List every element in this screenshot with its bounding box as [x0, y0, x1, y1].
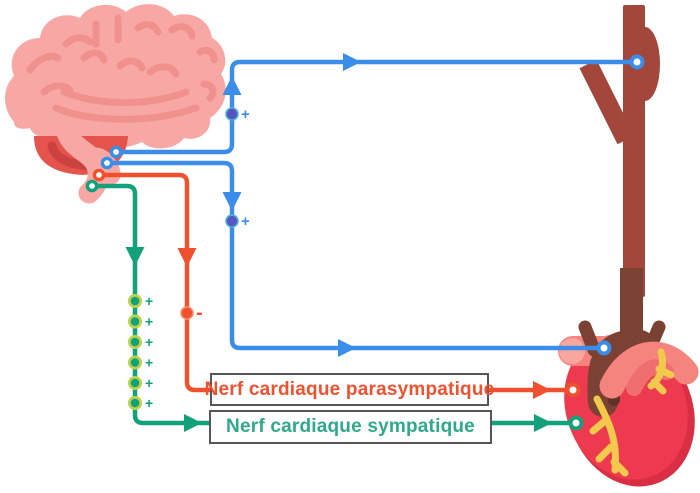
ganglion-node — [128, 314, 142, 329]
parasympathetic-path — [99, 172, 566, 393]
coronary-arteries — [589, 348, 675, 477]
sympathetic-label-box: Nerf cardiaque sympatique — [209, 410, 492, 444]
sign-labels: + + - + + + + + + — [145, 106, 250, 411]
arrow-right-icon — [533, 381, 551, 399]
pathways — [92, 59, 634, 426]
carotid-baroreceptor-node — [629, 54, 645, 70]
artery-illustration — [579, 5, 660, 297]
ganglion-node — [128, 335, 142, 349]
blue-path-to-carotid — [116, 59, 634, 155]
ring-nodes — [85, 54, 645, 431]
ganglion-node — [128, 376, 142, 390]
parasympathetic-label-box: Nerf cardiaque parasympatique — [205, 373, 494, 406]
artery-branch — [579, 59, 635, 145]
minus-sign: - — [196, 302, 203, 324]
brain-gyri — [26, 14, 218, 123]
plus-sign: + — [145, 375, 153, 391]
plus-sign: + — [145, 314, 153, 330]
sympathetic-ganglion-chain — [128, 294, 142, 410]
arrow-right-icon — [338, 339, 356, 357]
arrow-down-icon — [125, 247, 145, 266]
pulmonary-band — [599, 341, 699, 399]
plus-sign: + — [145, 395, 153, 411]
parasympathetic-label: Nerf cardiaque parasympatique — [204, 378, 495, 400]
arrow-right-icon — [184, 414, 202, 432]
plus-sign: + — [241, 213, 250, 230]
aortic-baroreceptor-node — [596, 340, 612, 356]
synapse-nodes — [180, 107, 239, 320]
brainstem-green-origin-node — [85, 179, 99, 193]
plus-sign: + — [145, 293, 153, 309]
arrow-right-icon — [534, 414, 552, 432]
brainstem-red-origin-node — [92, 168, 106, 182]
heart-parasympathetic-terminal-node — [565, 382, 581, 398]
ganglion-node — [128, 355, 142, 370]
aorta-trunk-dark — [620, 268, 643, 348]
ganglion-node — [128, 294, 142, 308]
heart-sympathetic-terminal-node — [568, 415, 584, 431]
arrow-down-icon — [177, 248, 197, 267]
direction-arrows — [125, 53, 552, 432]
arrow-up-icon — [222, 76, 242, 95]
arrow-down-icon — [222, 192, 242, 211]
pulmonary-pill-cap — [559, 338, 585, 364]
brainstem-blue-origin-node — [109, 145, 123, 159]
ganglion-node — [128, 396, 142, 410]
blue-path-to-aortic-arch — [107, 160, 600, 351]
sympathetic-label: Nerf cardiaque sympatique — [226, 416, 475, 437]
plus-sign: + — [145, 334, 153, 350]
arrow-right-icon — [343, 53, 361, 71]
plus-sign: + — [241, 106, 250, 123]
plus-sign: + — [145, 355, 153, 371]
carotid-sinus-bulge — [630, 27, 660, 101]
heart-illustration — [558, 268, 699, 487]
brainstem-blue-origin-node — [100, 156, 114, 170]
